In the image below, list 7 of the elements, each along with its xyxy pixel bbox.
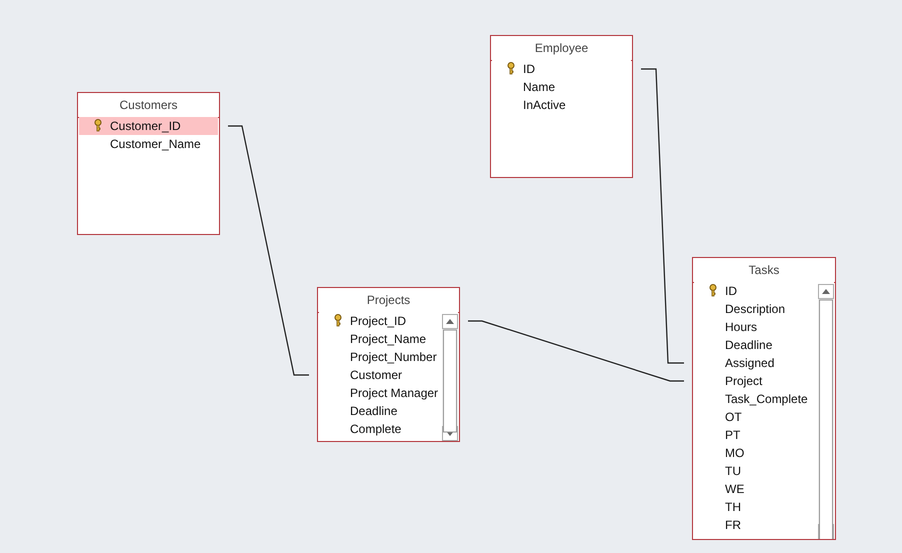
table-title: Customers <box>120 98 178 112</box>
relationship-line <box>228 125 309 376</box>
relationship-line <box>641 68 684 364</box>
table-title: Employee <box>534 41 588 55</box>
table-title: Tasks <box>748 263 780 277</box>
table-title: Projects <box>366 293 410 307</box>
relationship-line <box>468 320 684 382</box>
